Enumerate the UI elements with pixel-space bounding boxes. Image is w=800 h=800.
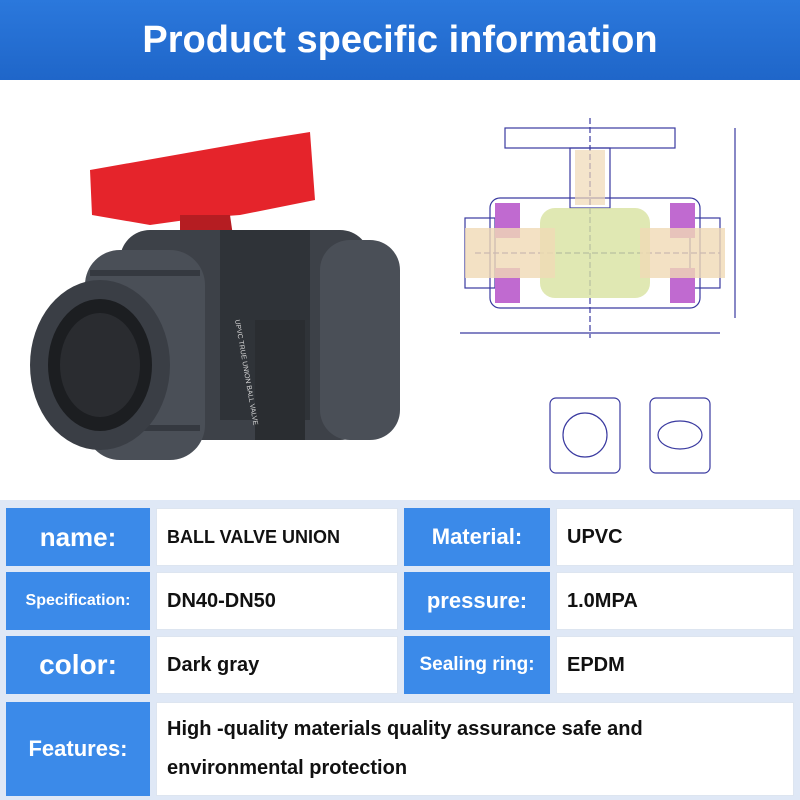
name-label: name: xyxy=(6,508,150,566)
specification-label: Specification: xyxy=(6,572,150,630)
material-value: UPVC xyxy=(556,508,794,566)
pressure-value: 1.0MPA xyxy=(556,572,794,630)
features-line-2: environmental protection xyxy=(167,757,408,779)
specification-value: DN40-DN50 xyxy=(156,572,398,630)
sealing-ring-label: Sealing ring: xyxy=(404,636,550,694)
pressure-label: pressure: xyxy=(404,572,550,630)
sealing-ring-value: EPDM xyxy=(556,636,794,694)
technical-drawing xyxy=(460,118,736,474)
features-line-1: High -quality materials quality assuranc… xyxy=(167,718,643,740)
features-label: Features: xyxy=(6,702,150,796)
valve-handle xyxy=(90,132,315,225)
material-label: Material: xyxy=(404,508,550,566)
name-value: BALL VALVE UNION xyxy=(156,508,398,566)
spec-table: name: BALL VALVE UNION Material: UPVC Sp… xyxy=(0,500,800,800)
drawing-ball xyxy=(540,208,650,298)
features-value: High -quality materials quality assuranc… xyxy=(156,702,794,796)
union-nut-right xyxy=(320,240,400,440)
product-photo: UPVC TRUE UNION BALL VALVE xyxy=(30,132,400,460)
color-label: color: xyxy=(6,636,150,694)
color-value: Dark gray xyxy=(156,636,398,694)
page-title: Product specific information xyxy=(0,0,800,80)
